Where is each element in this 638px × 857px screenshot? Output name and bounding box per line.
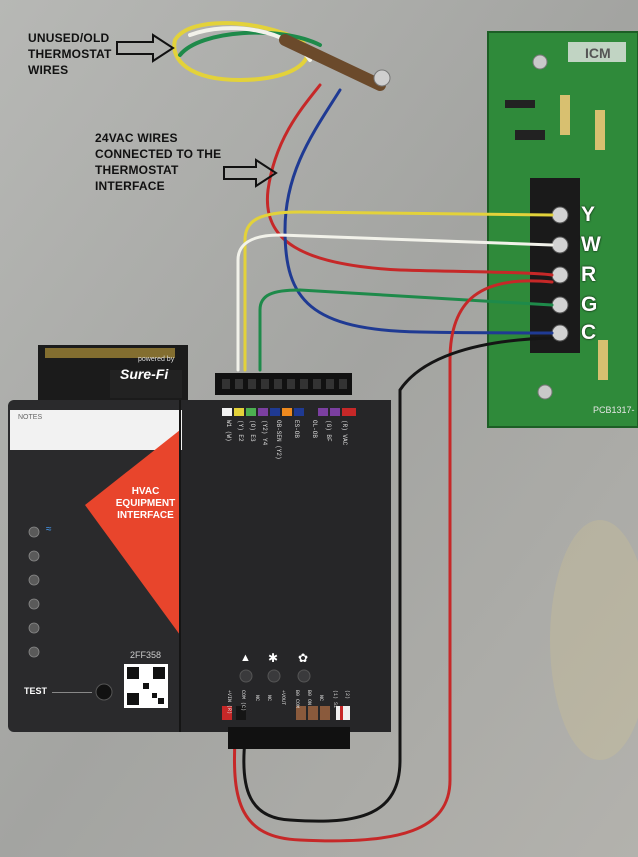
- snowflake-icon: ✱: [268, 651, 279, 665]
- arrow-right-icon: [116, 33, 175, 63]
- top-terminal-label: (G) BF: [325, 420, 332, 442]
- fan-icon: ✿: [298, 651, 309, 665]
- top-terminal-label: (Y) E2: [237, 420, 244, 442]
- top-terminal-label: W1 (W): [225, 420, 232, 442]
- bottom-terminal-label: NC: [318, 695, 324, 702]
- bottom-terminal-label: (2): [344, 690, 350, 700]
- terminal-label-y: Y: [581, 203, 596, 226]
- bottom-terminal-label: NC: [266, 695, 272, 702]
- hvac-device: [8, 373, 391, 749]
- notes-label: NOTES: [18, 414, 43, 421]
- top-terminal-label: OL-OB: [311, 420, 318, 439]
- board-logo: ICM: [585, 45, 611, 61]
- terminal-label-r: R: [581, 263, 597, 286]
- bottom-terminal-label: +VIN (R): [226, 690, 232, 715]
- terminal-label-w: W: [581, 233, 601, 256]
- test-button: [95, 683, 113, 701]
- board-screws: [551, 206, 569, 342]
- top-connector: [215, 373, 352, 395]
- control-board: [487, 31, 638, 428]
- sure-fi-module: [38, 345, 188, 405]
- top-terminal-label: (R) VAC: [341, 420, 348, 446]
- arrow-right-icon: [223, 158, 278, 188]
- bottom-connector: [228, 727, 350, 749]
- device-title-line: HVAC: [131, 486, 160, 497]
- bottom-terminal-label: B0 COM: [294, 690, 300, 709]
- bottom-terminal-label: +VOUT: [280, 690, 286, 706]
- test-line: [52, 692, 92, 693]
- vac-wires-label: 24VAC WIRES CONNECTED TO THE THERMOSTAT …: [95, 131, 222, 193]
- wires: [172, 21, 554, 843]
- terminal-label-g: G: [581, 293, 598, 316]
- bottom-terminal-label: NC: [254, 695, 260, 702]
- status-leds: [28, 526, 40, 658]
- test-label: TEST: [24, 686, 48, 696]
- qr-code: [124, 664, 168, 708]
- board-part-label: PCB1317-: [593, 405, 635, 415]
- terminal-color-strip: [222, 408, 356, 416]
- wifi-icon: ≈: [46, 524, 52, 535]
- flame-icon: ▲: [240, 652, 251, 664]
- powered-by-label: powered by: [138, 356, 175, 363]
- metal-glare: [550, 520, 638, 760]
- device-title-line: EQUIPMENT: [115, 498, 176, 509]
- bottom-terminal-label: COM (C): [240, 690, 246, 712]
- unused-wires-label: UNUSED/OLD THERMOSTAT WIRES: [28, 31, 112, 77]
- device-title-line: INTERFACE: [117, 510, 174, 521]
- top-terminal-label: OB-SEN (Y2): [275, 420, 282, 460]
- terminal-label-c: C: [581, 321, 597, 344]
- serial-number: 2FF358: [130, 650, 162, 660]
- device-title: HVAC EQUIPMENT INTERFACE: [108, 486, 183, 522]
- top-terminal-label: ES-OB: [293, 420, 300, 439]
- sure-fi-logo: Sure-Fi: [120, 366, 169, 382]
- top-terminal-label: (O) E3: [249, 420, 256, 442]
- top-terminal-label: (Y2) Y4: [261, 420, 268, 446]
- bottom-terminal-label: (1) S1: [332, 690, 338, 709]
- bottom-terminal-label: B0 ON: [306, 690, 312, 706]
